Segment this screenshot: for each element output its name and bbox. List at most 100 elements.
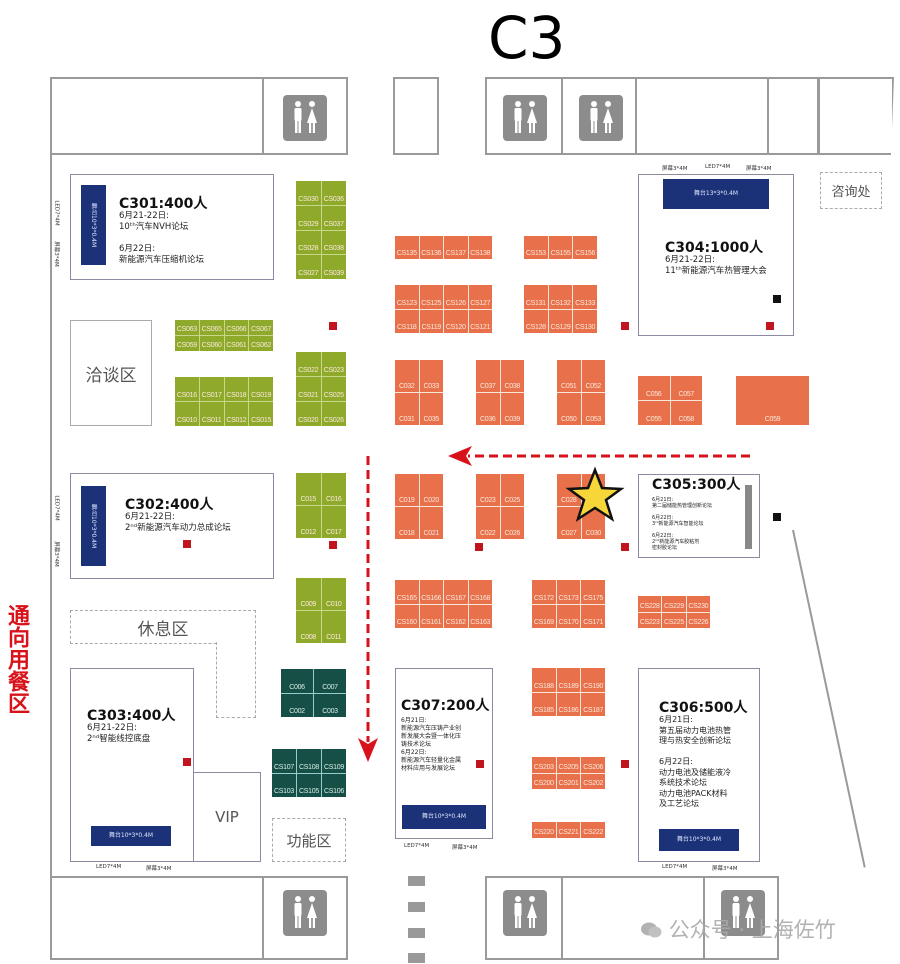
booth[interactable]: CS225 (662, 612, 686, 628)
booth[interactable]: C009 (296, 578, 321, 610)
room-c301[interactable]: 舞台10*3*0.4M C301:400人 6月21-22日: 10ᵗʰ汽车NV… (70, 174, 274, 280)
room-c305[interactable]: C305:300人 6月21日: 第二届储能热管理创新论坛 6月22日: 3ʳᵈ… (638, 474, 760, 558)
booth[interactable]: CS185 (532, 692, 556, 716)
booth[interactable]: C021 (419, 507, 443, 539)
booth[interactable]: CS127 (468, 285, 492, 309)
booth[interactable]: C017 (321, 506, 346, 538)
booth[interactable]: CS017 (199, 377, 224, 401)
booth[interactable]: CS015 (249, 402, 273, 426)
booth[interactable]: C003 (314, 693, 346, 717)
booth[interactable]: C019 (395, 474, 419, 506)
booth[interactable]: CS037 (321, 205, 346, 230)
booth[interactable]: CS059 (175, 336, 199, 351)
booth[interactable]: CS120 (444, 309, 468, 333)
booth[interactable]: CS206 (581, 757, 605, 773)
booth[interactable]: C050 (557, 393, 581, 425)
booth[interactable]: C025 (500, 474, 524, 506)
booth[interactable]: CS163 (468, 604, 492, 628)
booth[interactable]: C011 (321, 611, 346, 643)
booth[interactable]: CS189 (556, 668, 581, 692)
booth[interactable]: CS105 (297, 773, 321, 797)
booth[interactable]: C016 (321, 473, 346, 505)
booth[interactable]: CS025 (321, 377, 346, 401)
room-c307[interactable]: C307:200人 6月21日: 新能源汽车压铸产业创 新发展大会暨一体化压 铸… (395, 668, 493, 839)
booth[interactable]: CS228 (638, 596, 662, 612)
booth[interactable]: CS138 (468, 236, 492, 259)
booth[interactable]: CS060 (199, 336, 224, 351)
booth[interactable]: CS011 (199, 402, 224, 426)
booth[interactable]: CS153 (524, 236, 548, 259)
booth[interactable]: CS066 (224, 320, 249, 335)
booth[interactable]: C057 (670, 376, 702, 400)
booth[interactable]: C026 (500, 507, 524, 539)
booth[interactable]: CS156 (573, 236, 597, 259)
booth[interactable]: CS103 (272, 773, 296, 797)
booth[interactable]: CS022 (296, 352, 321, 376)
vip-room[interactable]: VIP (193, 772, 261, 862)
booth[interactable]: C033 (419, 360, 443, 392)
info-desk[interactable]: 咨询处 (820, 172, 882, 209)
booth[interactable]: CS107 (272, 749, 296, 773)
booth[interactable]: C015 (296, 473, 321, 505)
booth[interactable]: C056 (638, 376, 670, 400)
booth[interactable]: CS165 (395, 580, 419, 604)
booth[interactable]: CS173 (556, 580, 581, 604)
booth[interactable]: C032 (395, 360, 419, 392)
booth[interactable]: CS155 (548, 236, 573, 259)
booth[interactable]: C006 (281, 669, 313, 693)
booth[interactable]: C018 (395, 507, 419, 539)
booth[interactable]: CS167 (444, 580, 468, 604)
booth[interactable]: CS108 (297, 749, 321, 773)
booth[interactable]: C027 (557, 507, 581, 539)
booth[interactable]: CS021 (296, 377, 321, 401)
booth[interactable]: CS121 (468, 309, 492, 333)
booth[interactable]: C051 (557, 360, 581, 392)
booth[interactable]: CS171 (581, 604, 605, 628)
booth[interactable]: CS203 (532, 757, 556, 773)
booth[interactable]: CS126 (444, 285, 468, 309)
booth[interactable]: CS201 (556, 773, 581, 789)
booth[interactable]: CS065 (199, 320, 224, 335)
booth[interactable]: CS016 (175, 377, 199, 401)
booth[interactable]: CS190 (581, 668, 605, 692)
booth[interactable]: CS132 (548, 285, 573, 309)
booth[interactable]: C035 (419, 393, 443, 425)
room-c302[interactable]: 舞台10*3*0.4M C302:400人 6月21-22日: 2ⁿᵈ新能源汽车… (70, 473, 274, 579)
booth[interactable]: CS166 (419, 580, 443, 604)
booth[interactable]: CS018 (224, 377, 249, 401)
booth[interactable]: CS186 (556, 692, 581, 716)
booth[interactable]: CS175 (581, 580, 605, 604)
booth[interactable]: CS230 (686, 596, 710, 612)
booth[interactable]: C010 (321, 578, 346, 610)
booth[interactable]: C030 (581, 507, 605, 539)
booth[interactable]: CS119 (419, 309, 443, 333)
booth[interactable]: C002 (281, 693, 313, 717)
booth[interactable]: C039 (500, 393, 524, 425)
booth[interactable]: CS067 (249, 320, 273, 335)
booth[interactable]: CS061 (224, 336, 249, 351)
booth[interactable]: CS162 (444, 604, 468, 628)
booth[interactable]: CS135 (395, 236, 419, 259)
booth[interactable]: CS118 (395, 309, 419, 333)
booth[interactable]: CS169 (532, 604, 556, 628)
booth[interactable]: CS200 (532, 773, 556, 789)
booth[interactable]: CS038 (321, 230, 346, 255)
booth[interactable]: CS226 (686, 612, 710, 628)
booth[interactable]: C020 (419, 474, 443, 506)
booth[interactable]: CS188 (532, 668, 556, 692)
booth[interactable]: CS221 (556, 822, 581, 838)
booth[interactable]: C031 (395, 393, 419, 425)
booth[interactable]: CS187 (581, 692, 605, 716)
booth[interactable]: C058 (670, 401, 702, 425)
booth[interactable]: CS136 (419, 236, 443, 259)
booth[interactable]: CS030 (296, 181, 321, 205)
room-c303[interactable]: C303:400人 6月21-22日: 2ⁿᵈ智能线控底盘 舞台10*3*0.4… (70, 668, 194, 862)
booth[interactable]: CS133 (573, 285, 597, 309)
booth[interactable]: CS028 (296, 230, 321, 255)
booth[interactable]: C055 (638, 401, 670, 425)
booth[interactable]: CS036 (321, 181, 346, 205)
booth[interactable]: CS229 (662, 596, 686, 612)
room-c306[interactable]: C306:500人 6月21日: 第五届动力电池热管 理与热安全创新论坛 6月2… (638, 668, 760, 862)
booth[interactable]: C053 (581, 393, 605, 425)
booth[interactable]: CS170 (556, 604, 581, 628)
